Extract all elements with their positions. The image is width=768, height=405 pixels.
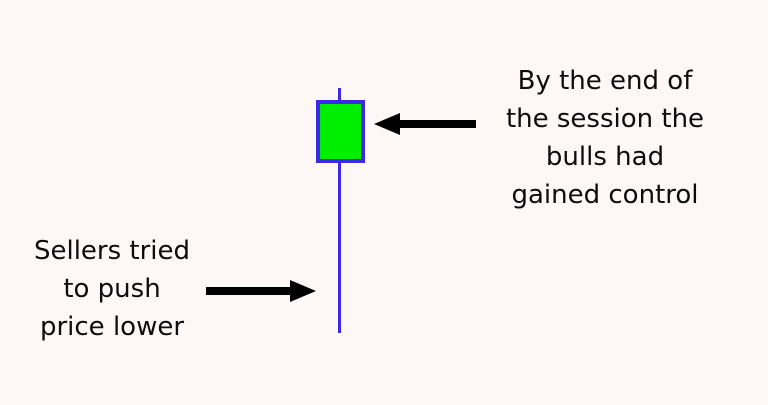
annotation-left-text: Sellers tried to push price lower xyxy=(33,236,191,342)
candle-upper-wick xyxy=(338,88,341,102)
candle-lower-wick xyxy=(338,160,341,333)
annotation-right-text: By the end of the session the bulls had … xyxy=(505,66,705,210)
arrow-right-to-lower-wick xyxy=(206,280,316,302)
arrow-left-to-candle-body xyxy=(374,113,476,135)
candle-body xyxy=(316,100,365,163)
